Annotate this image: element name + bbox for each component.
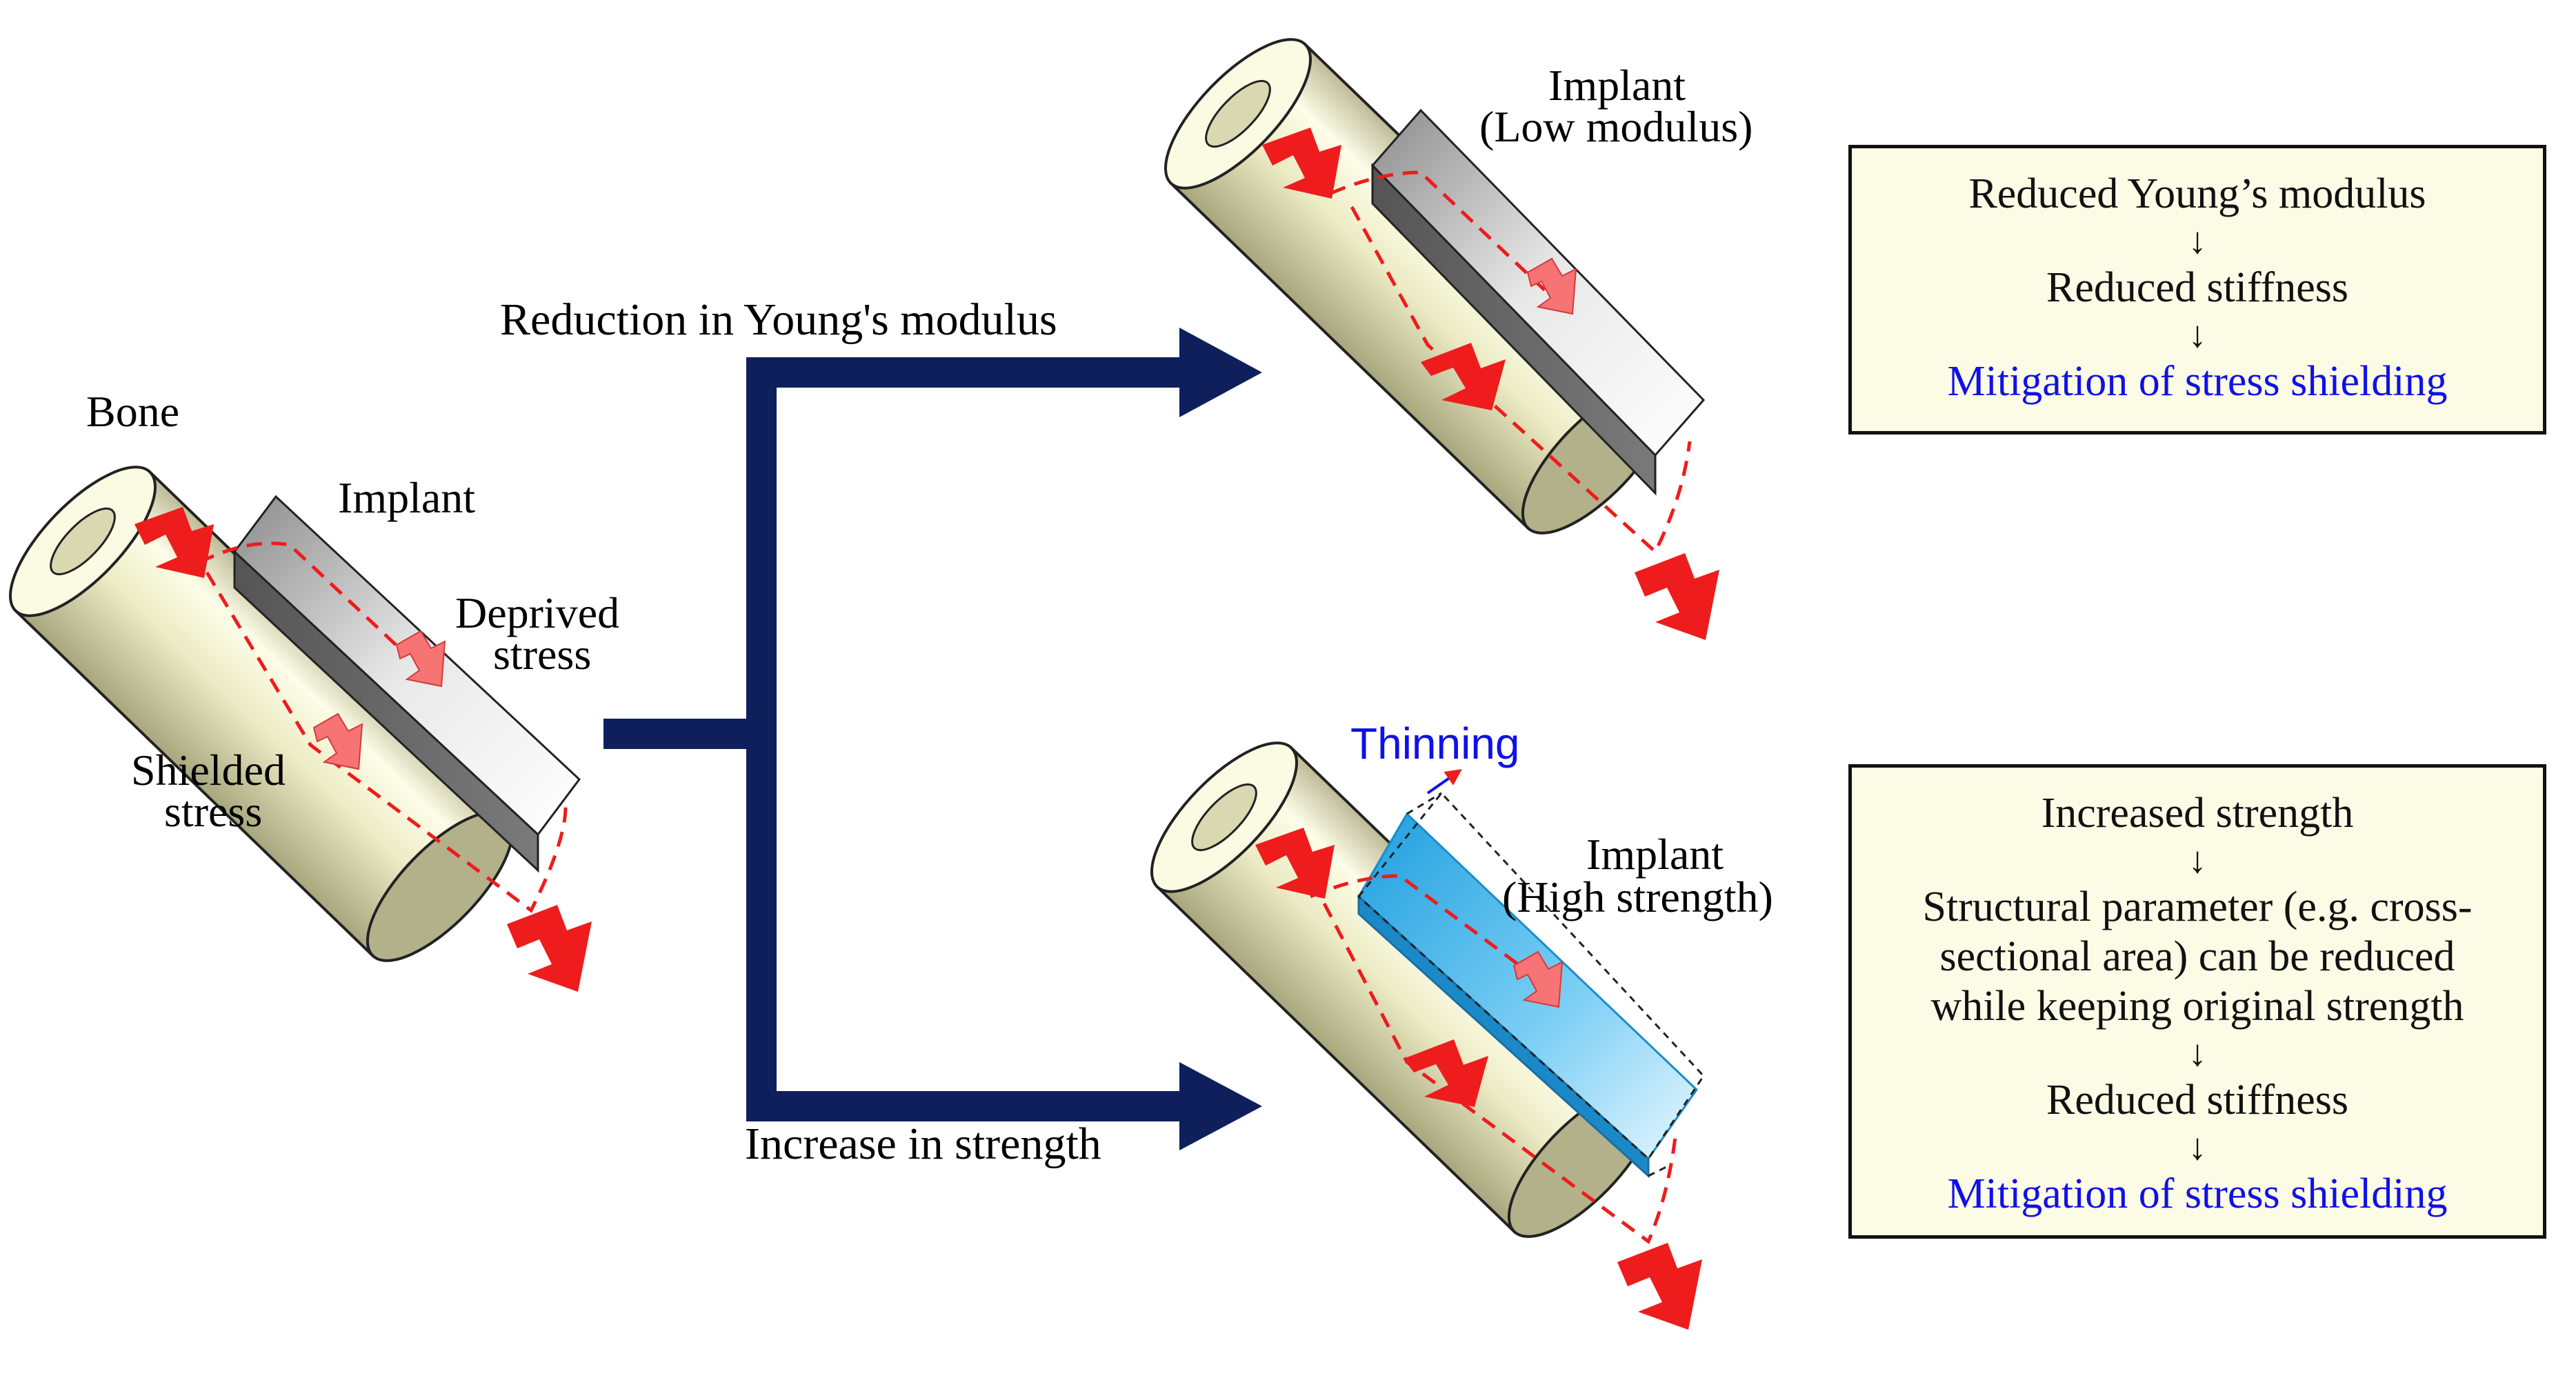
- deprived-label-line2: stress: [493, 630, 591, 679]
- top-right-load-arrow-middle: [1421, 343, 1506, 410]
- down-arrow-icon: ↓: [2188, 1032, 2207, 1074]
- left-load-arrow-top: [134, 507, 214, 578]
- shielded-label-line1: Shielded: [131, 746, 286, 795]
- bottom-right-load-arrow-middle: [1404, 1039, 1488, 1107]
- left-shielded-arrow: [312, 712, 363, 770]
- left-bone-assembly: [9, 466, 592, 992]
- lower-branch-label: Increase in strength: [745, 1119, 1101, 1169]
- left-load-path-top: [199, 541, 408, 657]
- bottom-right-load-arrow-bottom: [1617, 1243, 1702, 1330]
- deprived-label-line1: Deprived: [455, 588, 619, 637]
- box1-step1: Reduced Young’s modulus: [1968, 170, 2426, 217]
- top-right-load-arrow-bottom: [1635, 553, 1719, 640]
- bottom-right-load-arrow-top: [1255, 828, 1335, 899]
- left-load-arrow-bottom: [507, 905, 592, 992]
- box2-step4: Mitigation of stress shielding: [1947, 1170, 2448, 1217]
- left-load-path-bottom: [205, 571, 568, 913]
- down-arrow-icon: ↓: [2188, 220, 2207, 261]
- thinning-label: Thinning: [1350, 719, 1520, 768]
- left-implant: [232, 495, 581, 873]
- box2-step3: Reduced stiffness: [2046, 1077, 2348, 1124]
- top-right-stress-arrow: [1526, 257, 1577, 315]
- shielded-label-line2: stress: [164, 787, 262, 836]
- top-right-load-path-top: [1330, 170, 1560, 305]
- top-right-implant-label-line1: Implant: [1548, 61, 1686, 110]
- down-arrow-icon: ↓: [2188, 839, 2207, 881]
- box1-step3: Mitigation of stress shielding: [1947, 358, 2448, 405]
- down-arrow-icon: ↓: [2188, 314, 2207, 355]
- original-implant-outline: [1357, 791, 1705, 1177]
- bottom-right-bone: [1150, 741, 1655, 1238]
- down-arrow-icon: ↓: [2188, 1126, 2207, 1168]
- bottom-right-implant-label-line2: (High strength): [1502, 872, 1773, 921]
- box2-step2-line1: Structural parameter (e.g. cross-: [1922, 883, 2473, 930]
- branch-connector: [603, 328, 1262, 1150]
- upper-branch-label: Reduction in Young's modulus: [500, 294, 1057, 345]
- bottom-right-implant-label-line1: Implant: [1586, 830, 1724, 879]
- bottom-right-load-path-bottom: [1322, 902, 1678, 1244]
- top-right-implant-label-line2: (Low modulus): [1479, 102, 1753, 151]
- bone-label: Bone: [86, 387, 179, 436]
- bottom-right-stress-arrow: [1512, 950, 1564, 1008]
- box2-step1: Increased strength: [2041, 790, 2354, 837]
- box2-step2-line3: while keeping original strength: [1930, 983, 2464, 1030]
- left-implant-label: Implant: [338, 473, 475, 522]
- thinning-indicator: [1426, 769, 1462, 795]
- box2-step2-line2: sectional area) can be reduced: [1939, 933, 2455, 980]
- left-bone: [9, 466, 514, 962]
- left-deprived-arrow: [395, 630, 446, 688]
- box1-step2: Reduced stiffness: [2046, 264, 2348, 311]
- bottom-right-bone-assembly: [1150, 741, 1705, 1330]
- top-right-bone-assembly: [1164, 38, 1719, 640]
- low-modulus-explanation-box: Reduced Young’s modulus ↓ Reduced stiffn…: [1848, 145, 2546, 435]
- high-strength-explanation-box: Increased strength ↓ Structural paramete…: [1848, 764, 2546, 1239]
- top-right-load-arrow-top: [1262, 128, 1341, 199]
